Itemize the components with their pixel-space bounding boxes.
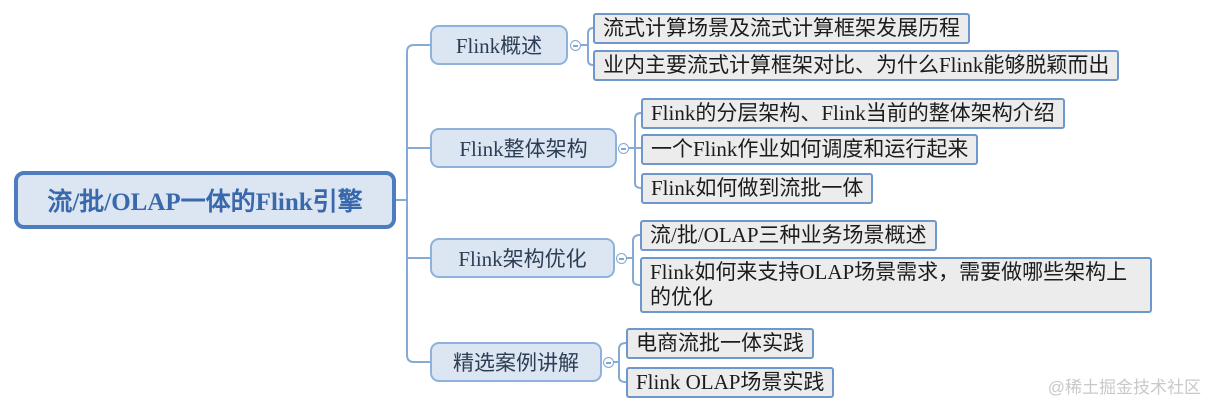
branch-label: Flink概述 — [455, 34, 543, 58]
branch-flink-optimization[interactable]: Flink架构优化 — [430, 238, 615, 278]
minus-icon — [619, 257, 624, 260]
leaf-label: 业内主要流式计算框架对比、为什么Flink能够脱颖而出 — [603, 53, 1110, 77]
leaf-label: 流式计算场景及流式计算框架发展历程 — [603, 16, 960, 40]
branch-case-studies[interactable]: 精选案例讲解 — [430, 342, 602, 382]
watermark: @稀土掘金技术社区 — [1047, 378, 1201, 397]
leaf-label: Flink如何来支持OLAP场景需求，需要做哪些架构上的优化 — [650, 260, 1128, 309]
leaf-topic[interactable]: 业内主要流式计算框架对比、为什么Flink能够脱颖而出 — [593, 50, 1120, 81]
collapse-toggle-branch-4[interactable] — [603, 357, 614, 368]
collapse-toggle-branch-3[interactable] — [616, 253, 627, 264]
leaf-topic[interactable]: 流式计算场景及流式计算框架发展历程 — [593, 13, 970, 44]
leaf-label: 一个Flink作业如何调度和运行起来 — [651, 137, 969, 161]
branch-flink-overview[interactable]: Flink概述 — [430, 25, 568, 65]
leaf-topic[interactable]: 一个Flink作业如何调度和运行起来 — [641, 134, 979, 165]
minus-icon — [573, 44, 578, 47]
leaf-topic[interactable]: Flink的分层架构、Flink当前的整体架构介绍 — [641, 98, 1065, 129]
collapse-toggle-branch-1[interactable] — [570, 40, 581, 51]
minus-icon — [621, 147, 626, 150]
leaf-label: Flink的分层架构、Flink当前的整体架构介绍 — [651, 101, 1055, 125]
branch-label: 精选案例讲解 — [453, 351, 579, 375]
leaf-topic[interactable]: 电商流批一体实践 — [626, 328, 814, 359]
leaf-label: 电商流批一体实践 — [636, 331, 804, 355]
minus-icon — [606, 361, 611, 364]
branch-label: Flink整体架构 — [459, 137, 588, 161]
root-topic[interactable]: 流/批/OLAP一体的Flink引擎 — [14, 171, 396, 229]
branch-label: Flink架构优化 — [458, 247, 587, 271]
leaf-topic[interactable]: Flink OLAP场景实践 — [626, 367, 835, 398]
leaf-label: Flink如何做到流批一体 — [651, 176, 864, 200]
leaf-topic[interactable]: Flink如何来支持OLAP场景需求，需要做哪些架构上的优化 — [640, 257, 1152, 313]
branch-flink-architecture[interactable]: Flink整体架构 — [430, 128, 617, 168]
leaf-label: Flink OLAP场景实践 — [636, 370, 825, 394]
collapse-toggle-branch-2[interactable] — [618, 143, 629, 154]
leaf-topic[interactable]: 流/批/OLAP三种业务场景概述 — [640, 220, 937, 251]
leaf-topic[interactable]: Flink如何做到流批一体 — [641, 173, 874, 204]
leaf-label: 流/批/OLAP三种业务场景概述 — [650, 223, 927, 247]
root-topic-label: 流/批/OLAP一体的Flink引擎 — [47, 189, 363, 216]
